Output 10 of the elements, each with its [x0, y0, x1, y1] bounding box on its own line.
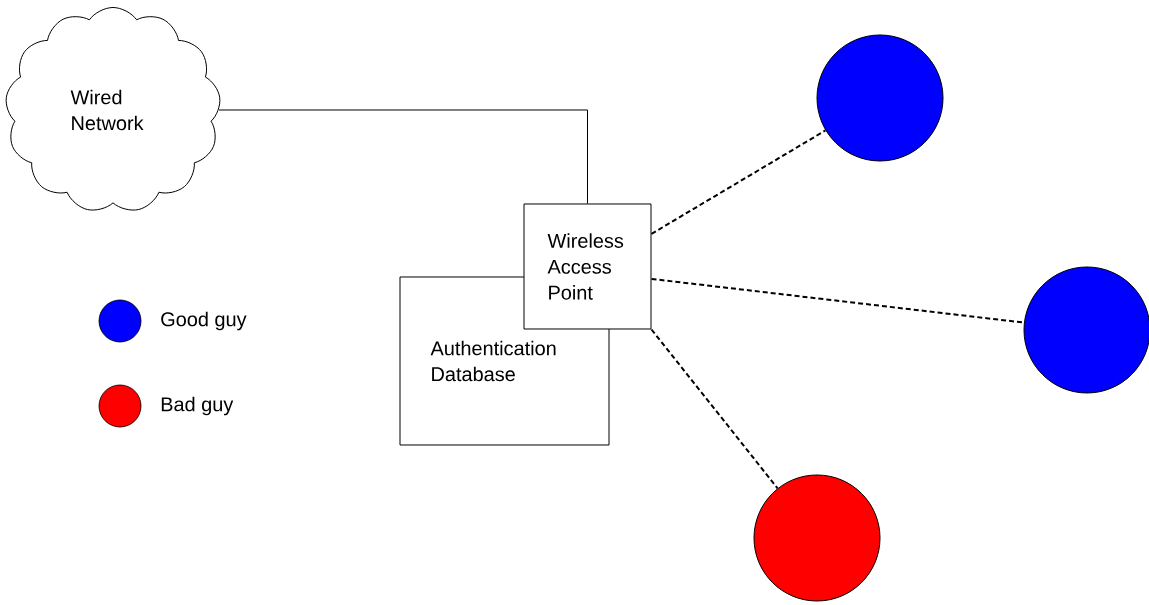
legend-label: Bad guy	[161, 396, 234, 416]
access-point-box: Wireless Access Point	[523, 203, 652, 330]
client-circle	[816, 34, 944, 162]
client-circle	[753, 474, 881, 602]
connector-line	[218, 109, 588, 204]
connector-line	[650, 129, 827, 235]
connector-line	[650, 328, 779, 490]
client-circle	[1023, 266, 1149, 394]
legend-label: Good guy	[161, 311, 247, 331]
connector-line	[650, 277, 1025, 324]
